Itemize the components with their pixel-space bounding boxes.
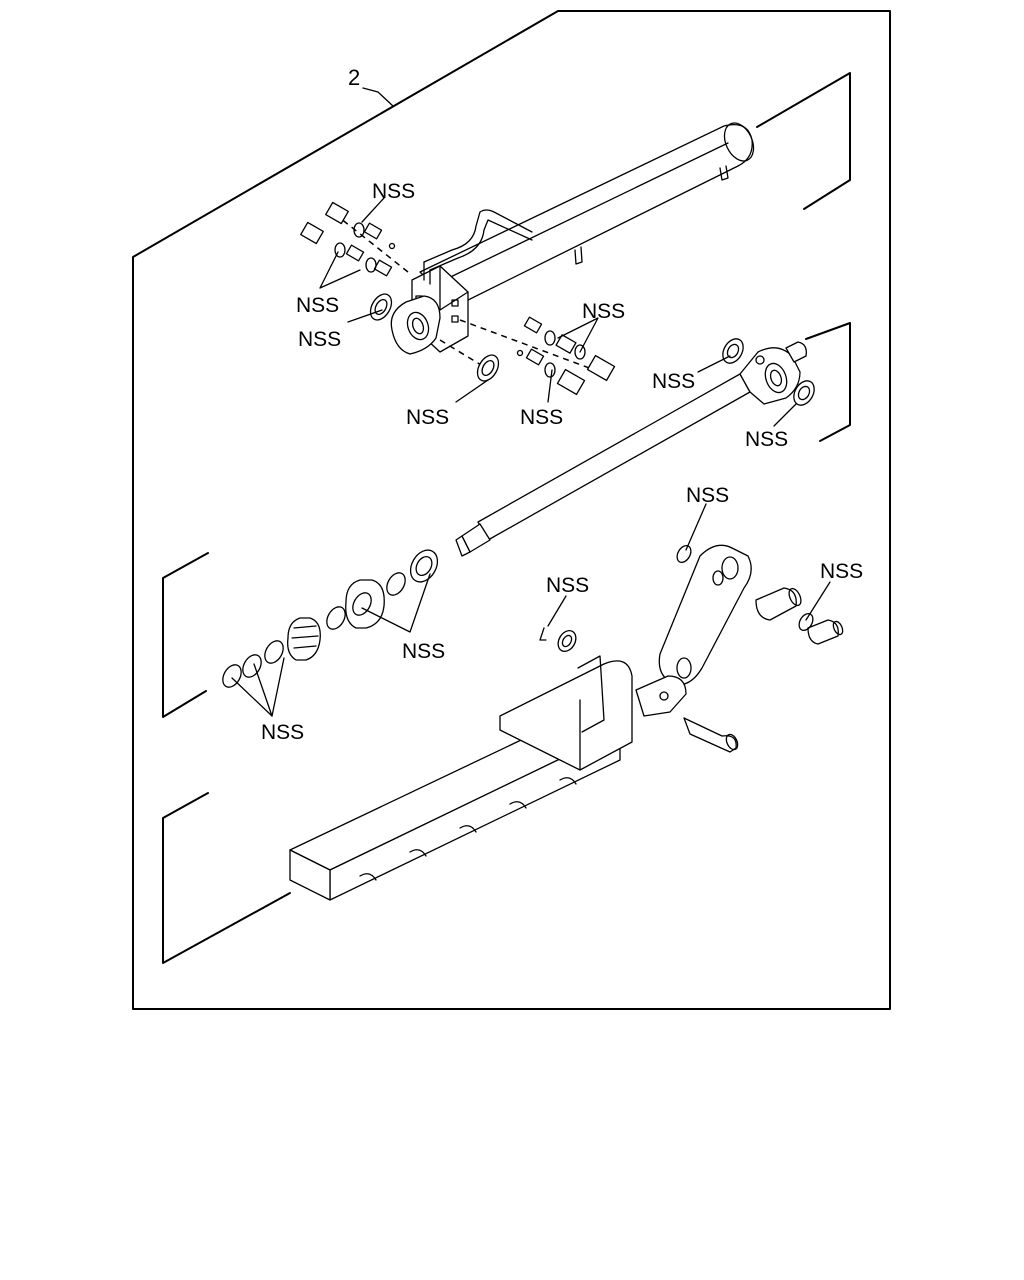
nss-callouts: NSS NSS NSS NSS NSS NSS NSS NSS NSS NSS … bbox=[261, 180, 863, 744]
nss-callout: NSS bbox=[406, 406, 449, 429]
nss-callout: NSS bbox=[686, 484, 729, 507]
cotter-pin-washer bbox=[539, 627, 577, 652]
nss-callout: NSS bbox=[745, 428, 788, 451]
piston-rod bbox=[455, 338, 815, 557]
nss-callout: NSS bbox=[652, 370, 695, 393]
nss-callout: NSS bbox=[546, 574, 589, 597]
nss-callout: NSS bbox=[582, 300, 625, 323]
valve-seals bbox=[369, 293, 500, 382]
assembly-leader bbox=[362, 87, 394, 107]
nss-callout: NSS bbox=[372, 180, 415, 203]
piston-seal-stack bbox=[222, 549, 439, 688]
callout-leaders bbox=[231, 197, 831, 717]
assembly-frame bbox=[132, 10, 891, 1010]
nss-callout: NSS bbox=[820, 560, 863, 583]
upper-left-fittings bbox=[300, 201, 396, 277]
nss-callout: NSS bbox=[261, 721, 304, 744]
right-valve-fittings bbox=[516, 316, 616, 396]
break-marks bbox=[162, 72, 851, 964]
assembly-number: 2 bbox=[348, 65, 360, 90]
nss-callout: NSS bbox=[298, 328, 341, 351]
nss-callout: NSS bbox=[520, 406, 563, 429]
cylinder-housing bbox=[390, 122, 755, 355]
rack-channel bbox=[289, 655, 633, 901]
nss-callout: NSS bbox=[296, 294, 339, 317]
nss-callout: NSS bbox=[402, 640, 445, 663]
pitman-arm bbox=[635, 544, 844, 753]
assembly-axis-lines bbox=[339, 217, 601, 373]
